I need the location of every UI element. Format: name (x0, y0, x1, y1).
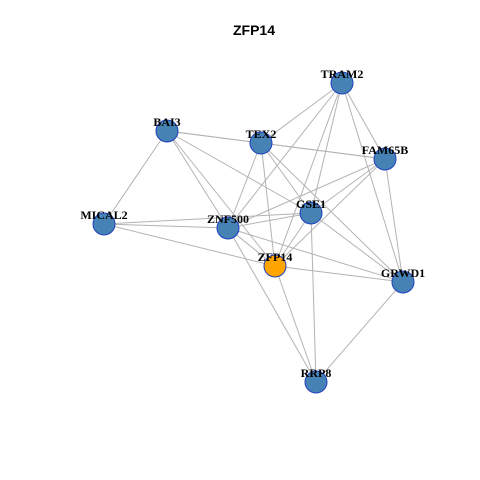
edge-fam65b-gse1 (310, 158, 386, 214)
node-mical2[interactable] (92, 212, 116, 236)
edge-mical2-zfp14 (103, 223, 276, 267)
edge-bai3-znf500 (166, 130, 229, 229)
edge-tex2-gse1 (260, 142, 312, 214)
edge-znf500-rrp8 (227, 227, 317, 383)
edge-tram2-tex2 (260, 82, 343, 144)
edge-tram2-gse1 (310, 82, 343, 214)
edge-grwd1-rrp8 (315, 281, 404, 383)
node-label-zfp14: ZFP14 (258, 250, 293, 264)
node-label-bai3: BAI3 (153, 115, 180, 129)
graph-title: ZFP14 (233, 22, 275, 38)
node-zfp14[interactable] (263, 254, 287, 278)
node-label-znf500: ZNF500 (207, 212, 249, 226)
node-fam65b[interactable] (373, 147, 397, 171)
node-label-gse1: GSE1 (296, 197, 326, 211)
node-grwd1[interactable] (391, 270, 415, 294)
edge-zfp14-rrp8 (274, 265, 317, 383)
edge-tex2-grwd1 (260, 142, 404, 283)
edge-tex2-znf500 (227, 142, 262, 229)
node-label-tram2: TRAM2 (321, 67, 364, 81)
edge-bai3-zfp14 (166, 130, 276, 267)
node-znf500[interactable] (216, 216, 240, 240)
edge-tex2-fam65b (260, 142, 386, 160)
node-label-mical2: MICAL2 (80, 208, 127, 222)
edge-gse1-rrp8 (310, 212, 317, 383)
edge-gse1-grwd1 (310, 212, 404, 283)
edge-bai3-mical2 (103, 130, 168, 225)
edge-tram2-fam65b (341, 82, 386, 160)
edge-mical2-znf500 (103, 223, 229, 229)
edge-znf500-gse1 (227, 212, 312, 229)
edge-znf500-grwd1 (227, 227, 404, 283)
edge-tram2-znf500 (227, 82, 343, 229)
node-tram2[interactable] (330, 71, 354, 95)
node-tex2[interactable] (249, 131, 273, 155)
node-label-fam65b: FAM65B (362, 143, 408, 157)
node-label-grwd1: GRWD1 (381, 266, 425, 280)
edge-fam65b-grwd1 (384, 158, 404, 283)
node-rrp8[interactable] (304, 370, 328, 394)
edge-tex2-zfp14 (260, 142, 276, 267)
edge-zfp14-grwd1 (274, 265, 404, 283)
node-gse1[interactable] (299, 201, 323, 225)
edge-tram2-grwd1 (341, 82, 404, 283)
edge-mical2-gse1 (103, 212, 312, 225)
edge-layer (103, 82, 404, 383)
node-layer (92, 71, 415, 394)
edge-bai3-gse1 (166, 130, 312, 214)
node-bai3[interactable] (155, 119, 179, 143)
edge-tram2-zfp14 (274, 82, 343, 267)
node-label-rrp8: RRP8 (301, 366, 332, 380)
node-label-tex2: TEX2 (246, 127, 277, 141)
